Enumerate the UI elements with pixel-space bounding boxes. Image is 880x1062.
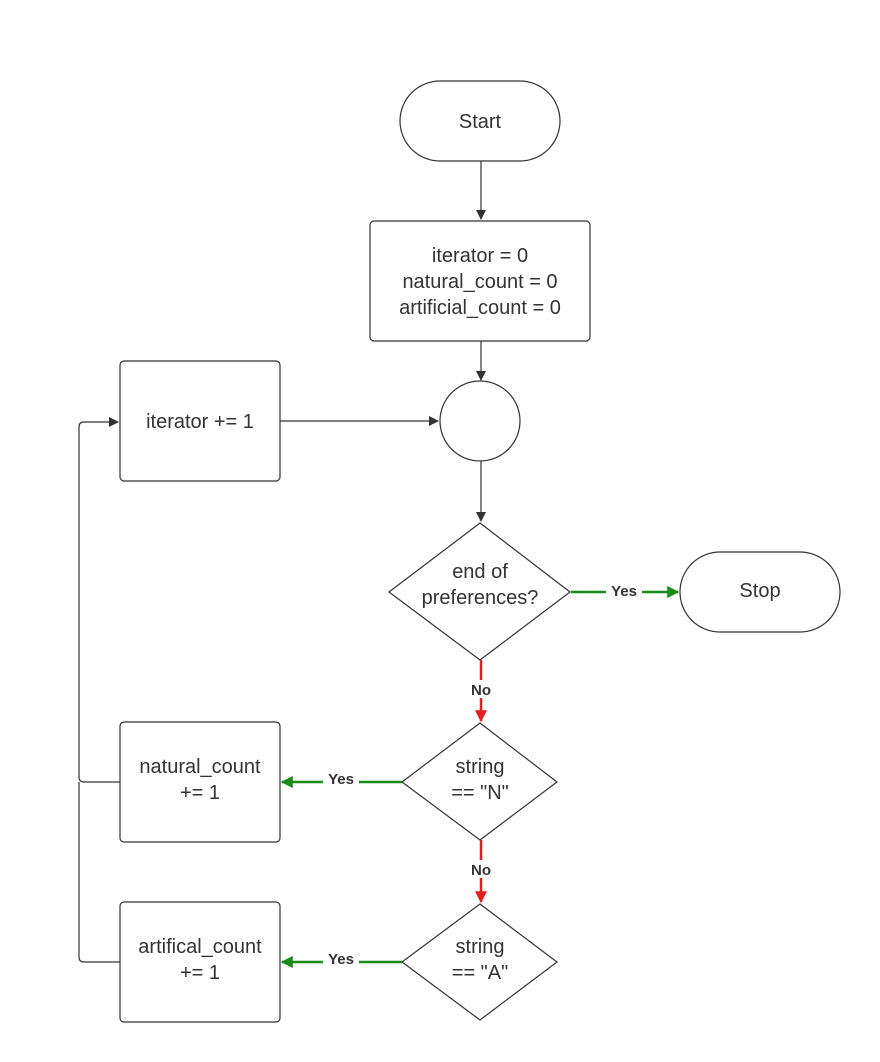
node-init: iterator = 0 natural_count = 0 artificial_… [369,220,591,342]
node-label-init-line-2: natural_count = 0 [402,271,557,293]
node-check-n: string == "N" [400,722,558,841]
node-label-artificial-inc-line-1: artifical_count [138,936,262,958]
node-label-start-line-1: Start [459,111,502,133]
node-end-check: end of preferences? [388,522,571,661]
node-label-end-check-line-1: end of [452,561,508,583]
edge-artificial-loop [78,782,120,963]
edge-label-end-no: No [471,682,491,699]
node-iterate: iterator += 1 [119,360,281,482]
node-label-check-a-line-2: == "A" [452,962,508,984]
node-label-artificial-inc-line-2: += 1 [180,962,220,984]
edge-label-a-yes: Yes [328,951,354,968]
node-label-natural-inc-line-2: += 1 [180,782,220,804]
node-label-stop-line-1: Stop [739,580,780,602]
edge-label-n-no: No [471,862,491,879]
node-label-end-check-line-2: preferences? [422,587,539,609]
node-label-check-n-line-1: string [456,756,505,778]
node-stop: Stop [679,551,841,633]
node-label-iterate-line-1: iterator += 1 [146,411,254,433]
node-label-init-line-3: artificial_count = 0 [399,297,561,319]
node-label-check-a-line-1: string [456,936,505,958]
edge-label-end-yes: Yes [611,583,637,600]
node-natural-inc: natural_count += 1 [119,721,281,843]
node-artificial-inc: artifical_count += 1 [119,901,281,1023]
node-label-natural-inc-line-1: natural_count [139,756,261,778]
node-start: Start [399,80,561,162]
edge-natural-loop [78,417,120,783]
node-label-init-line-1: iterator = 0 [432,245,528,267]
node-merge [439,380,521,462]
node-label-check-n-line-2: == "N" [451,782,509,804]
node-check-a: string == "A" [400,903,558,1021]
edge-label-n-yes: Yes [328,771,354,788]
